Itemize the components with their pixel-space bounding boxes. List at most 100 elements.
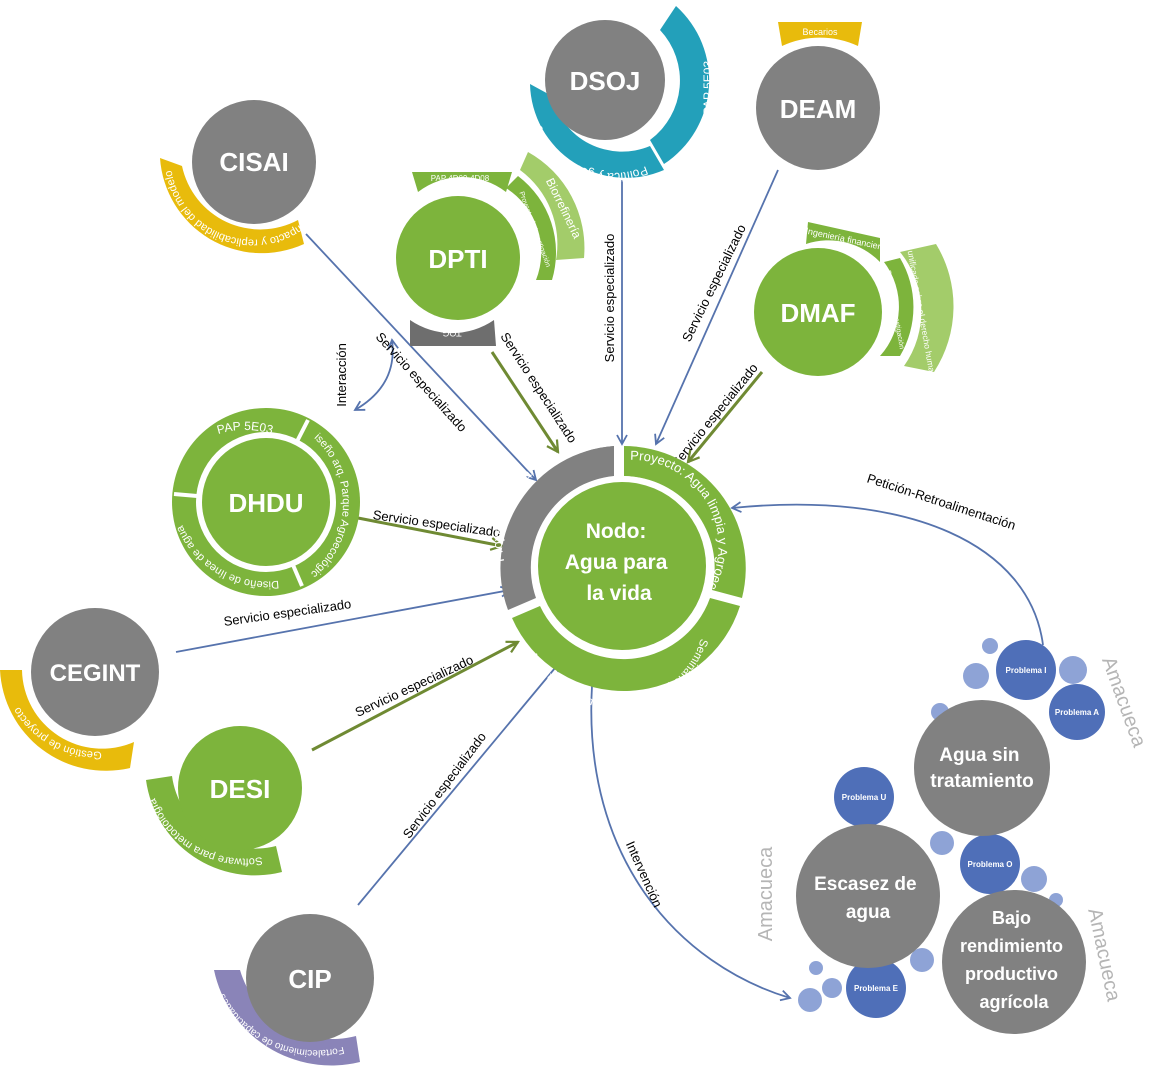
bajo-line-4: agrícola	[979, 992, 1049, 1012]
deam-arc	[778, 22, 862, 46]
escasez-line-1: Escasez de	[814, 874, 916, 895]
cegint-arc	[0, 670, 134, 771]
deam-title: DEAM	[780, 94, 857, 124]
bajo-line-1: Bajo	[992, 908, 1031, 928]
escasez-label: Escasez de agua	[814, 874, 922, 923]
problem-o-circle	[960, 834, 1020, 894]
dpti-arc-right-inner	[506, 176, 557, 280]
label-dmaf-hub: Servicio especializado	[668, 360, 761, 469]
label-peticion: Petición-Retroalimentación	[865, 471, 1017, 533]
node-dhdu: PAP 5E03 Diseño arq. Parque Agroecológic…	[0, 0, 360, 596]
bubble-3	[1059, 656, 1087, 684]
bajo-line-3: productivo	[965, 964, 1058, 984]
hub-title: Nodo: Agua para la vida	[565, 520, 674, 605]
bajo-rendimiento-circle	[942, 890, 1086, 1034]
edges	[175, 169, 1044, 1002]
problem-e-label: Problema E	[854, 984, 899, 993]
problem-o-label: Problema O	[968, 860, 1013, 869]
problem-a-circle	[1049, 684, 1105, 740]
dmaf-arc-right-outer	[900, 244, 954, 372]
place-label-top: Amacueca	[1097, 654, 1150, 751]
deam-arc-label: Becarios	[802, 27, 838, 37]
bubble-9	[809, 961, 823, 975]
escasez-line-2: agua	[846, 902, 891, 923]
dpti-arc-right-outer	[520, 152, 585, 260]
label-dsoj-hub: Servicio especializado	[602, 234, 617, 363]
problem-e-circle	[846, 958, 906, 1018]
label-intervencion: Intervención	[623, 839, 666, 910]
bubble-1	[982, 638, 998, 654]
dsoj-arc-inner	[530, 84, 664, 178]
hub-segment-semiarido-fill	[500, 446, 614, 610]
problem-u-label: Problema U	[842, 793, 887, 802]
cip-title: CIP	[288, 964, 331, 994]
edge-intervencion	[590, 685, 792, 1002]
dmaf-arc-top	[806, 222, 880, 262]
bubble-2	[963, 663, 989, 689]
label-dpti-hub: Servicio especializado	[497, 330, 580, 446]
dpti-arc-bottom-label: TOG	[442, 328, 461, 338]
edge-dpti-hub	[490, 351, 558, 452]
hub-title-line-3: la vida	[586, 582, 652, 605]
dsoj-title: DSOJ	[570, 66, 641, 96]
hub-segment-agua-limpia	[624, 446, 746, 598]
dpti-arc-top	[412, 172, 512, 192]
dhdu-title: DHDU	[228, 488, 303, 518]
agua-sin-tratamiento-label: Agua sin tratamiento	[930, 745, 1033, 792]
agua-line-2: tratamiento	[930, 771, 1033, 792]
edge-interaccion	[353, 338, 399, 411]
desi-arc	[146, 776, 282, 876]
edge-cegint-hub	[175, 585, 512, 653]
place-label-left: Amacueca	[755, 846, 777, 941]
edge-dhdu-hub	[357, 516, 502, 546]
bajo-line-2: rendimiento	[960, 936, 1063, 956]
node-dpti: PAP 4D09-4D08 TOG Proyecto de investigac…	[394, 152, 585, 346]
dmaf-title: DMAF	[780, 298, 855, 328]
bubble-10	[822, 978, 842, 998]
problem-i-label: Problema I	[1006, 666, 1047, 675]
label-deam-hub: Servicio especializado	[679, 222, 749, 344]
label-interaccion: Interacción	[334, 343, 349, 407]
dsoj-arc-outer-label: PAP 5E03	[701, 61, 715, 116]
bajo-rendimiento-label: Bajo rendimiento productivo agrícola	[960, 908, 1068, 1012]
escasez-circle	[796, 824, 940, 968]
edge-peticion	[730, 501, 1044, 646]
cisai-arc	[160, 158, 304, 254]
problem-u-circle	[834, 767, 894, 827]
cegint-title: CEGINT	[50, 660, 141, 687]
bubble-8	[910, 948, 934, 972]
desi-title: DESI	[210, 774, 271, 804]
hub-title-line-2: Agua para	[565, 551, 668, 574]
label-cip-hub: Servicio especializado	[400, 729, 489, 841]
label-cegint-hub: Servicio especializado	[223, 596, 352, 629]
cisai-title: CISAI	[219, 147, 288, 177]
node-dmaf: Ingeniería financiera Proyecto de invest…	[754, 207, 954, 412]
dmaf-arc-right-inner	[880, 258, 914, 356]
bubble-6	[1021, 866, 1047, 892]
bubble-5	[930, 831, 954, 855]
agua-line-1: Agua sin	[939, 745, 1019, 766]
dpti-arc-bottom	[410, 320, 496, 346]
hub-node: Proyecto: Semiárido Proyecto: Agua limpi…	[490, 446, 746, 711]
edge-dmaf-hub	[688, 371, 764, 462]
place-label-right: Amacueca	[1083, 906, 1124, 1004]
dpti-title: DPTI	[428, 244, 487, 274]
problem-i-circle	[996, 640, 1056, 700]
problem-cluster: Problema I Problema A Problema U Problem…	[755, 638, 1150, 1034]
problem-a-label: Problema A	[1055, 708, 1099, 717]
hub-title-line-1: Nodo:	[586, 520, 647, 543]
node-deam: Becarios DEAM	[756, 22, 880, 170]
node-dsoj: PAP 5E03 Política y gestión del agua DSO…	[523, 6, 715, 184]
edge-cip-hub	[357, 660, 562, 906]
edge-cisai-hub	[305, 233, 538, 482]
label-desi-hub: Servicio especializado	[353, 652, 476, 720]
node-cip: Fortalecimiento de capacidades CIP	[214, 914, 374, 1066]
hub-segment-seminario	[512, 598, 740, 692]
dpti-arc-top-label: PAP 4D09-4D08	[431, 174, 490, 183]
label-dhdu-hub: Servicio especializado	[372, 507, 501, 540]
node-cegint: Gestión de proyecto CEGINT	[0, 608, 159, 771]
edge-deam-hub	[654, 169, 779, 446]
edge-desi-hub	[311, 640, 518, 752]
dsoj-arc-outer	[650, 6, 710, 164]
